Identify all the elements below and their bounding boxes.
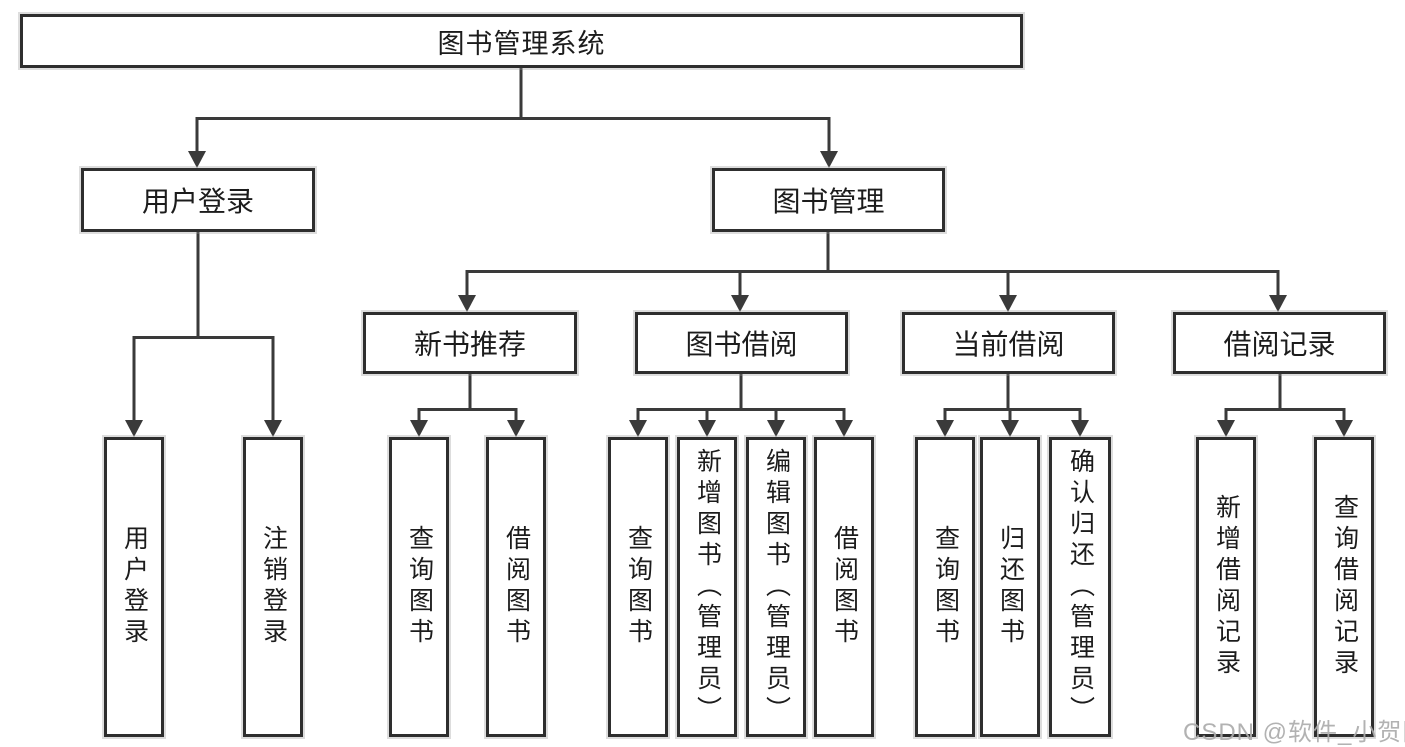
leaf-label: 确认归还（管理员） (1066, 447, 1095, 727)
leaf-label: 编辑图书（管理员） (762, 447, 791, 727)
node-label: 图书借阅 (685, 329, 798, 360)
leaf-label: 查询借阅记录 (1330, 494, 1359, 680)
leaf-logout: 注销登录 (243, 437, 303, 737)
connector-current-borrow-to-leaves (936, 374, 1089, 437)
leaf-query-borrow-record: 查询借阅记录 (1314, 437, 1374, 737)
node-user-login: 用户登录 (81, 168, 315, 232)
csdn-watermark: CSDN @软件_小贺同学 (1183, 719, 1405, 746)
node-label: 图书管理 (772, 186, 885, 217)
leaf-label: 查询图书 (931, 525, 960, 649)
connector-new-book-to-leaves (410, 374, 525, 437)
node-label: 用户登录 (141, 186, 254, 217)
leaf-query-books-borrow: 查询图书 (608, 437, 668, 737)
leaf-label: 新增借阅记录 (1212, 494, 1241, 680)
leaf-label: 借阅图书 (502, 525, 531, 649)
leaf-confirm-return-admin: 确认归还（管理员） (1049, 437, 1111, 737)
leaf-return-books: 归还图书 (980, 437, 1040, 737)
leaf-add-borrow-record: 新增借阅记录 (1196, 437, 1256, 737)
leaf-query-books-recommend: 查询图书 (389, 437, 449, 737)
node-label: 借阅记录 (1223, 329, 1336, 360)
node-label: 新书推荐 (413, 329, 526, 360)
leaf-label: 借阅图书 (830, 525, 859, 649)
leaf-label: 新增图书（管理员） (693, 447, 722, 727)
leaf-label: 查询图书 (405, 525, 434, 649)
leaf-label: 归还图书 (996, 525, 1025, 649)
node-book-management: 图书管理 (712, 168, 945, 232)
node-label: 当前借阅 (952, 329, 1065, 360)
connector-book-borrow-to-leaves (629, 374, 853, 437)
leaf-user-login: 用户登录 (104, 437, 164, 737)
connector-user-login-to-leaves (125, 232, 282, 437)
node-borrow-records: 借阅记录 (1173, 312, 1386, 374)
leaf-add-books-admin: 新增图书（管理员） (677, 437, 737, 737)
leaf-borrow-books: 借阅图书 (814, 437, 874, 737)
leaf-label: 查询图书 (624, 525, 653, 649)
node-new-book-recommend: 新书推荐 (363, 312, 577, 374)
connector-root-to-branches (188, 68, 838, 168)
node-current-borrow: 当前借阅 (902, 312, 1115, 374)
leaf-label: 注销登录 (259, 525, 288, 649)
leaf-query-books-current: 查询图书 (915, 437, 975, 737)
leaf-borrow-books-recommend: 借阅图书 (486, 437, 546, 737)
root-node-library-system: 图书管理系统 (20, 14, 1023, 68)
leaf-label: 用户登录 (120, 525, 149, 649)
leaf-edit-books-admin: 编辑图书（管理员） (746, 437, 806, 737)
connector-book-management-to-groups (458, 232, 1287, 312)
node-book-borrow: 图书借阅 (635, 312, 848, 374)
connector-borrow-records-to-leaves (1217, 374, 1353, 437)
root-node-label: 图书管理系统 (437, 28, 606, 59)
